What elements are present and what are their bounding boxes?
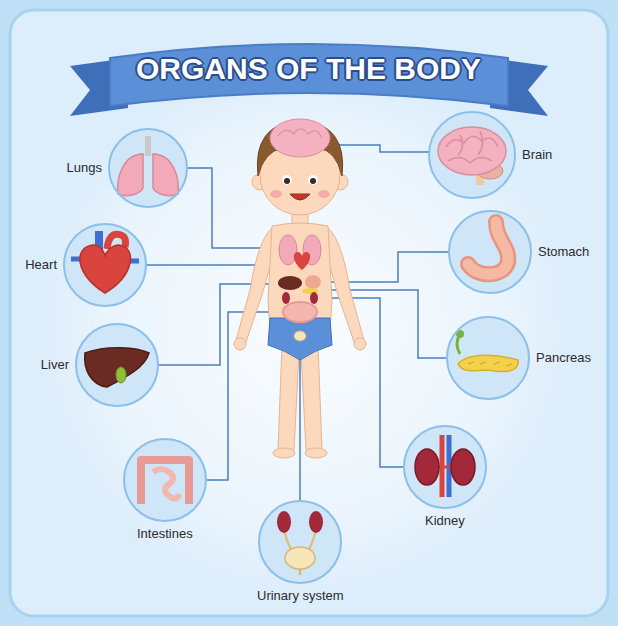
child-figure-part <box>301 345 322 450</box>
organ-circles-part <box>75 323 159 407</box>
child-figure-part <box>305 448 327 458</box>
urinary-art-part <box>299 569 302 575</box>
child-figure-part <box>234 338 246 350</box>
leader-lines-part <box>316 290 446 358</box>
organ-label: Stomach <box>538 244 589 260</box>
liver-art <box>85 348 149 387</box>
stomach-art-part <box>468 222 508 274</box>
organ-circle: Brain <box>428 111 516 199</box>
child-figure-part <box>294 252 310 270</box>
organ-circle: Intestines <box>123 438 207 522</box>
child-figure-part <box>282 175 292 185</box>
organ-circle: Pancreas <box>446 316 530 400</box>
liver-art-part <box>116 367 126 383</box>
organ-label: Brain <box>522 147 552 163</box>
brain-art-part <box>446 131 498 163</box>
pancreas-art-part <box>458 355 518 371</box>
child-figure-part <box>278 345 299 450</box>
leader-lines-part <box>299 340 301 500</box>
stomach-art-part <box>468 222 508 274</box>
child-figure-part <box>270 119 330 157</box>
organ-circle: Kidney <box>403 425 487 509</box>
urinary-art <box>277 511 323 575</box>
urinary-art-part <box>277 511 291 533</box>
organ-label: Pancreas <box>536 350 591 366</box>
child-figure-part <box>290 194 310 200</box>
intestines-art <box>141 460 189 504</box>
leader-lines <box>147 145 448 500</box>
organ-circle: Urinary system <box>258 500 342 584</box>
child-figure-part <box>308 175 318 185</box>
child-figure-part <box>354 338 366 350</box>
title-ribbon <box>70 44 548 116</box>
heart-art-part <box>80 245 131 293</box>
organ-circle: Stomach <box>448 210 532 294</box>
panel <box>10 10 608 616</box>
child-figure-part <box>279 235 297 265</box>
child-figure-part <box>270 190 282 198</box>
child-figure-part <box>294 331 306 341</box>
leader-lines-part <box>330 145 429 152</box>
stomach-art <box>468 222 508 274</box>
child-figure-part <box>268 318 332 360</box>
title-text: ORGANS OF THE BODY <box>136 52 481 86</box>
organ-label: Kidney <box>425 513 465 529</box>
child-figure-part <box>305 275 321 289</box>
heart-art <box>71 231 139 293</box>
pancreas-art-part <box>468 362 512 366</box>
organ-label: Heart <box>25 257 57 273</box>
child-figure-part <box>283 302 317 322</box>
lungs-art-part <box>118 154 143 196</box>
organ-circle: Liver <box>75 323 159 407</box>
lungs-art <box>118 136 179 196</box>
lungs-art-part <box>153 154 178 196</box>
organ-circles-part <box>448 210 532 294</box>
organ-circles-part <box>258 500 342 584</box>
organ-circle: Lungs <box>108 128 188 208</box>
kidney-art-part <box>415 449 439 485</box>
child-figure-part <box>278 276 302 290</box>
child-figure-part <box>278 129 322 138</box>
child-figure-part <box>284 178 290 184</box>
lungs-art-part <box>145 136 151 156</box>
organ-circles-part <box>403 425 487 509</box>
organ-label: Intestines <box>137 526 193 542</box>
child-figure-part <box>310 178 316 184</box>
pancreas-art-part <box>456 330 464 338</box>
intestines-art-part <box>141 460 189 504</box>
urinary-art-part <box>285 547 315 569</box>
organ-label: Liver <box>41 357 69 373</box>
intestines-art-part <box>153 469 179 499</box>
liver-art-part <box>85 348 149 387</box>
child-figure-part <box>257 120 342 176</box>
brain-art <box>438 127 506 185</box>
child-figure-part <box>318 190 330 198</box>
organ-circles <box>63 111 532 584</box>
urinary-art-part <box>309 511 323 533</box>
organ-circle: Heart <box>63 223 147 307</box>
organ-circles-part <box>63 223 147 307</box>
glow <box>35 60 575 600</box>
brain-art-part <box>438 127 506 175</box>
organ-label: Lungs <box>67 160 102 176</box>
kidney-art <box>415 435 475 497</box>
child-figure-part <box>282 292 290 304</box>
kidney-art-part <box>451 449 475 485</box>
child-figure-part <box>273 448 295 458</box>
child-figure <box>234 119 366 458</box>
pancreas-art <box>456 330 518 372</box>
organ-circles-part <box>446 316 530 400</box>
organ-circles-part <box>123 438 207 522</box>
title-ribbon-part <box>110 44 508 106</box>
leader-lines-part <box>159 284 282 365</box>
organ-circles-part <box>108 128 188 208</box>
child-figure-part <box>310 292 318 304</box>
organ-label: Urinary system <box>257 588 344 604</box>
organ-circles-part <box>428 111 516 199</box>
